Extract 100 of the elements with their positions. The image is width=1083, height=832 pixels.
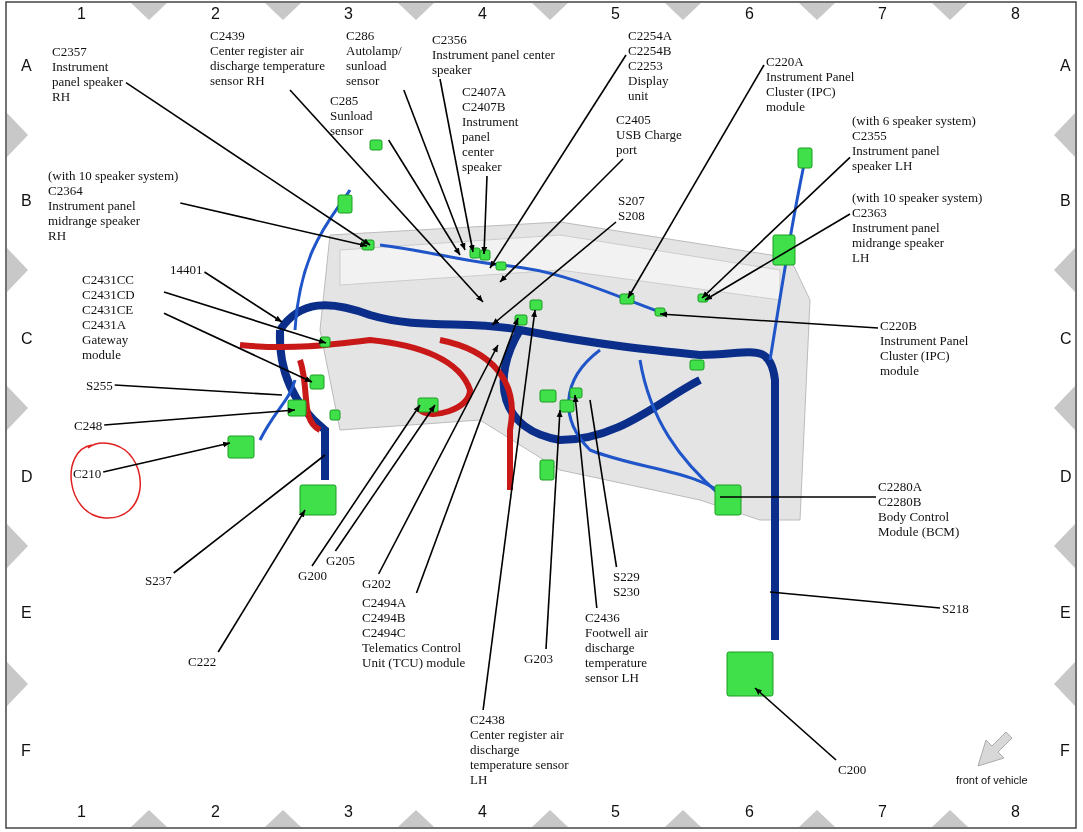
callout-text: C2407B xyxy=(462,99,507,114)
callout-text: Center register air discharge temperature sensor LH xyxy=(470,727,570,787)
callout-text: Instrument panel midrange speaker LH xyxy=(852,220,946,265)
callout-text: Telematics Control Unit (TCU) module xyxy=(362,640,467,670)
callout-text: C222 xyxy=(188,654,217,669)
grid-row-letter: C xyxy=(21,331,33,346)
leader-line xyxy=(103,407,296,426)
callout-text: (with 10 speaker system) xyxy=(48,168,179,183)
leader-line xyxy=(659,311,879,329)
callout-text: C2357 xyxy=(52,44,88,59)
callout-text: S230 xyxy=(613,584,640,599)
callout-text: Sunload sensor xyxy=(330,108,374,138)
grid-column-number: 4 xyxy=(478,6,487,21)
callout-text: C2431A xyxy=(82,317,128,332)
callout-text: Footwell air discharge temperature sensor LH xyxy=(585,625,650,685)
leader-line xyxy=(289,89,484,303)
leader-line xyxy=(415,317,519,594)
grid-column-number: 1 xyxy=(77,6,86,21)
callout-text: Instrument Panel Cluster (IPC) module xyxy=(880,333,970,378)
callout-text: Instrument panel speaker RH xyxy=(52,59,124,104)
callout-text: Gateway module xyxy=(82,332,130,362)
callout-text: G205 xyxy=(326,553,355,568)
callout-text: C2494B xyxy=(362,610,407,625)
leader-line xyxy=(125,81,371,246)
leader-line xyxy=(482,309,538,711)
callout-text: Center register air discharge temperature sensor RH xyxy=(210,43,326,88)
callout-text: Instrument panel center speaker xyxy=(462,114,520,174)
grid-row-letter: A xyxy=(21,58,32,73)
callout-text: S229 xyxy=(613,569,640,584)
leader-line xyxy=(439,78,475,253)
callout-text: C2280A xyxy=(878,479,924,494)
grid-row-letter: A xyxy=(1060,58,1071,73)
grid-column-number: 2 xyxy=(211,6,220,21)
leader-line xyxy=(545,409,563,650)
callout-text: C2494A xyxy=(362,595,408,610)
callout-text: Instrument panel center speaker xyxy=(432,47,556,77)
callout-text: Display unit xyxy=(628,73,670,103)
leader-line xyxy=(163,312,313,383)
callout-text: S208 xyxy=(618,208,645,223)
grid-column-number: 6 xyxy=(745,804,754,819)
callout-text: USB Charge port xyxy=(616,127,683,157)
callout-text: C2405 xyxy=(616,112,652,127)
leader-line xyxy=(769,591,941,609)
leader-line xyxy=(203,271,283,323)
callout-text: C2431CE xyxy=(82,302,135,317)
callout-text: C2355 xyxy=(852,128,888,143)
grid-row-letter: B xyxy=(1060,193,1071,208)
callout-text: C2494C xyxy=(362,625,407,640)
callout-text: C200 xyxy=(838,762,867,777)
leader-line xyxy=(387,139,461,256)
callout-text: C2280B xyxy=(878,494,923,509)
leader-line xyxy=(481,175,488,255)
grid-column-number: 1 xyxy=(77,804,86,819)
direction-note: front of vehicle xyxy=(956,773,1028,788)
leader-line xyxy=(217,509,306,653)
grid-column-number: 8 xyxy=(1011,6,1020,21)
grid-row-letter: D xyxy=(1060,469,1072,484)
callout-text: Instrument panel midrange speaker RH xyxy=(48,198,142,243)
callout-text: C2436 xyxy=(585,610,621,625)
grid-column-number: 6 xyxy=(745,6,754,21)
leader-line xyxy=(102,441,231,473)
callout-text: C2254B xyxy=(628,43,673,58)
callout-text: C220A xyxy=(766,54,805,69)
callout-text: C2431CD xyxy=(82,287,136,302)
leader-line xyxy=(113,384,283,396)
leader-line xyxy=(704,213,851,301)
leader-line xyxy=(179,202,368,248)
callout-text: S207 xyxy=(618,193,645,208)
leader-line xyxy=(754,687,837,761)
leader-line xyxy=(627,64,765,299)
callout-text: C2364 xyxy=(48,183,84,198)
grid-row-letter: E xyxy=(1060,605,1071,620)
callout-text: C2253 xyxy=(628,58,664,73)
leader-line xyxy=(499,158,624,283)
leader-line xyxy=(589,399,618,568)
leader-line xyxy=(491,221,617,326)
grid-column-number: 5 xyxy=(611,6,620,21)
grid-row-letter: F xyxy=(21,743,31,758)
callout-text: C210 xyxy=(73,466,102,481)
grid-column-number: 3 xyxy=(344,804,353,819)
callout-text: Instrument panel speaker LH xyxy=(852,143,941,173)
callout-text: S255 xyxy=(86,378,113,393)
callout-text: Body Control Module (BCM) xyxy=(878,509,961,539)
callout-text: C2439 xyxy=(210,28,246,43)
callout-text: S218 xyxy=(942,601,969,616)
callout-text: (with 6 speaker system) xyxy=(852,113,976,128)
grid-column-number: 8 xyxy=(1011,804,1020,819)
grid-column-number: 2 xyxy=(211,804,220,819)
callout-text: C2438 xyxy=(470,712,506,727)
leader-line xyxy=(719,496,877,498)
leader-line xyxy=(172,454,326,574)
grid-row-letter: D xyxy=(21,469,33,484)
callout-text: G202 xyxy=(362,576,391,591)
leader-line xyxy=(163,291,327,344)
callout-text: C2254A xyxy=(628,28,674,43)
grid-row-letter: E xyxy=(21,605,32,620)
leader-line xyxy=(572,394,598,609)
leader-line xyxy=(403,89,466,251)
leader-line xyxy=(489,54,627,269)
grid-column-number: 3 xyxy=(344,6,353,21)
